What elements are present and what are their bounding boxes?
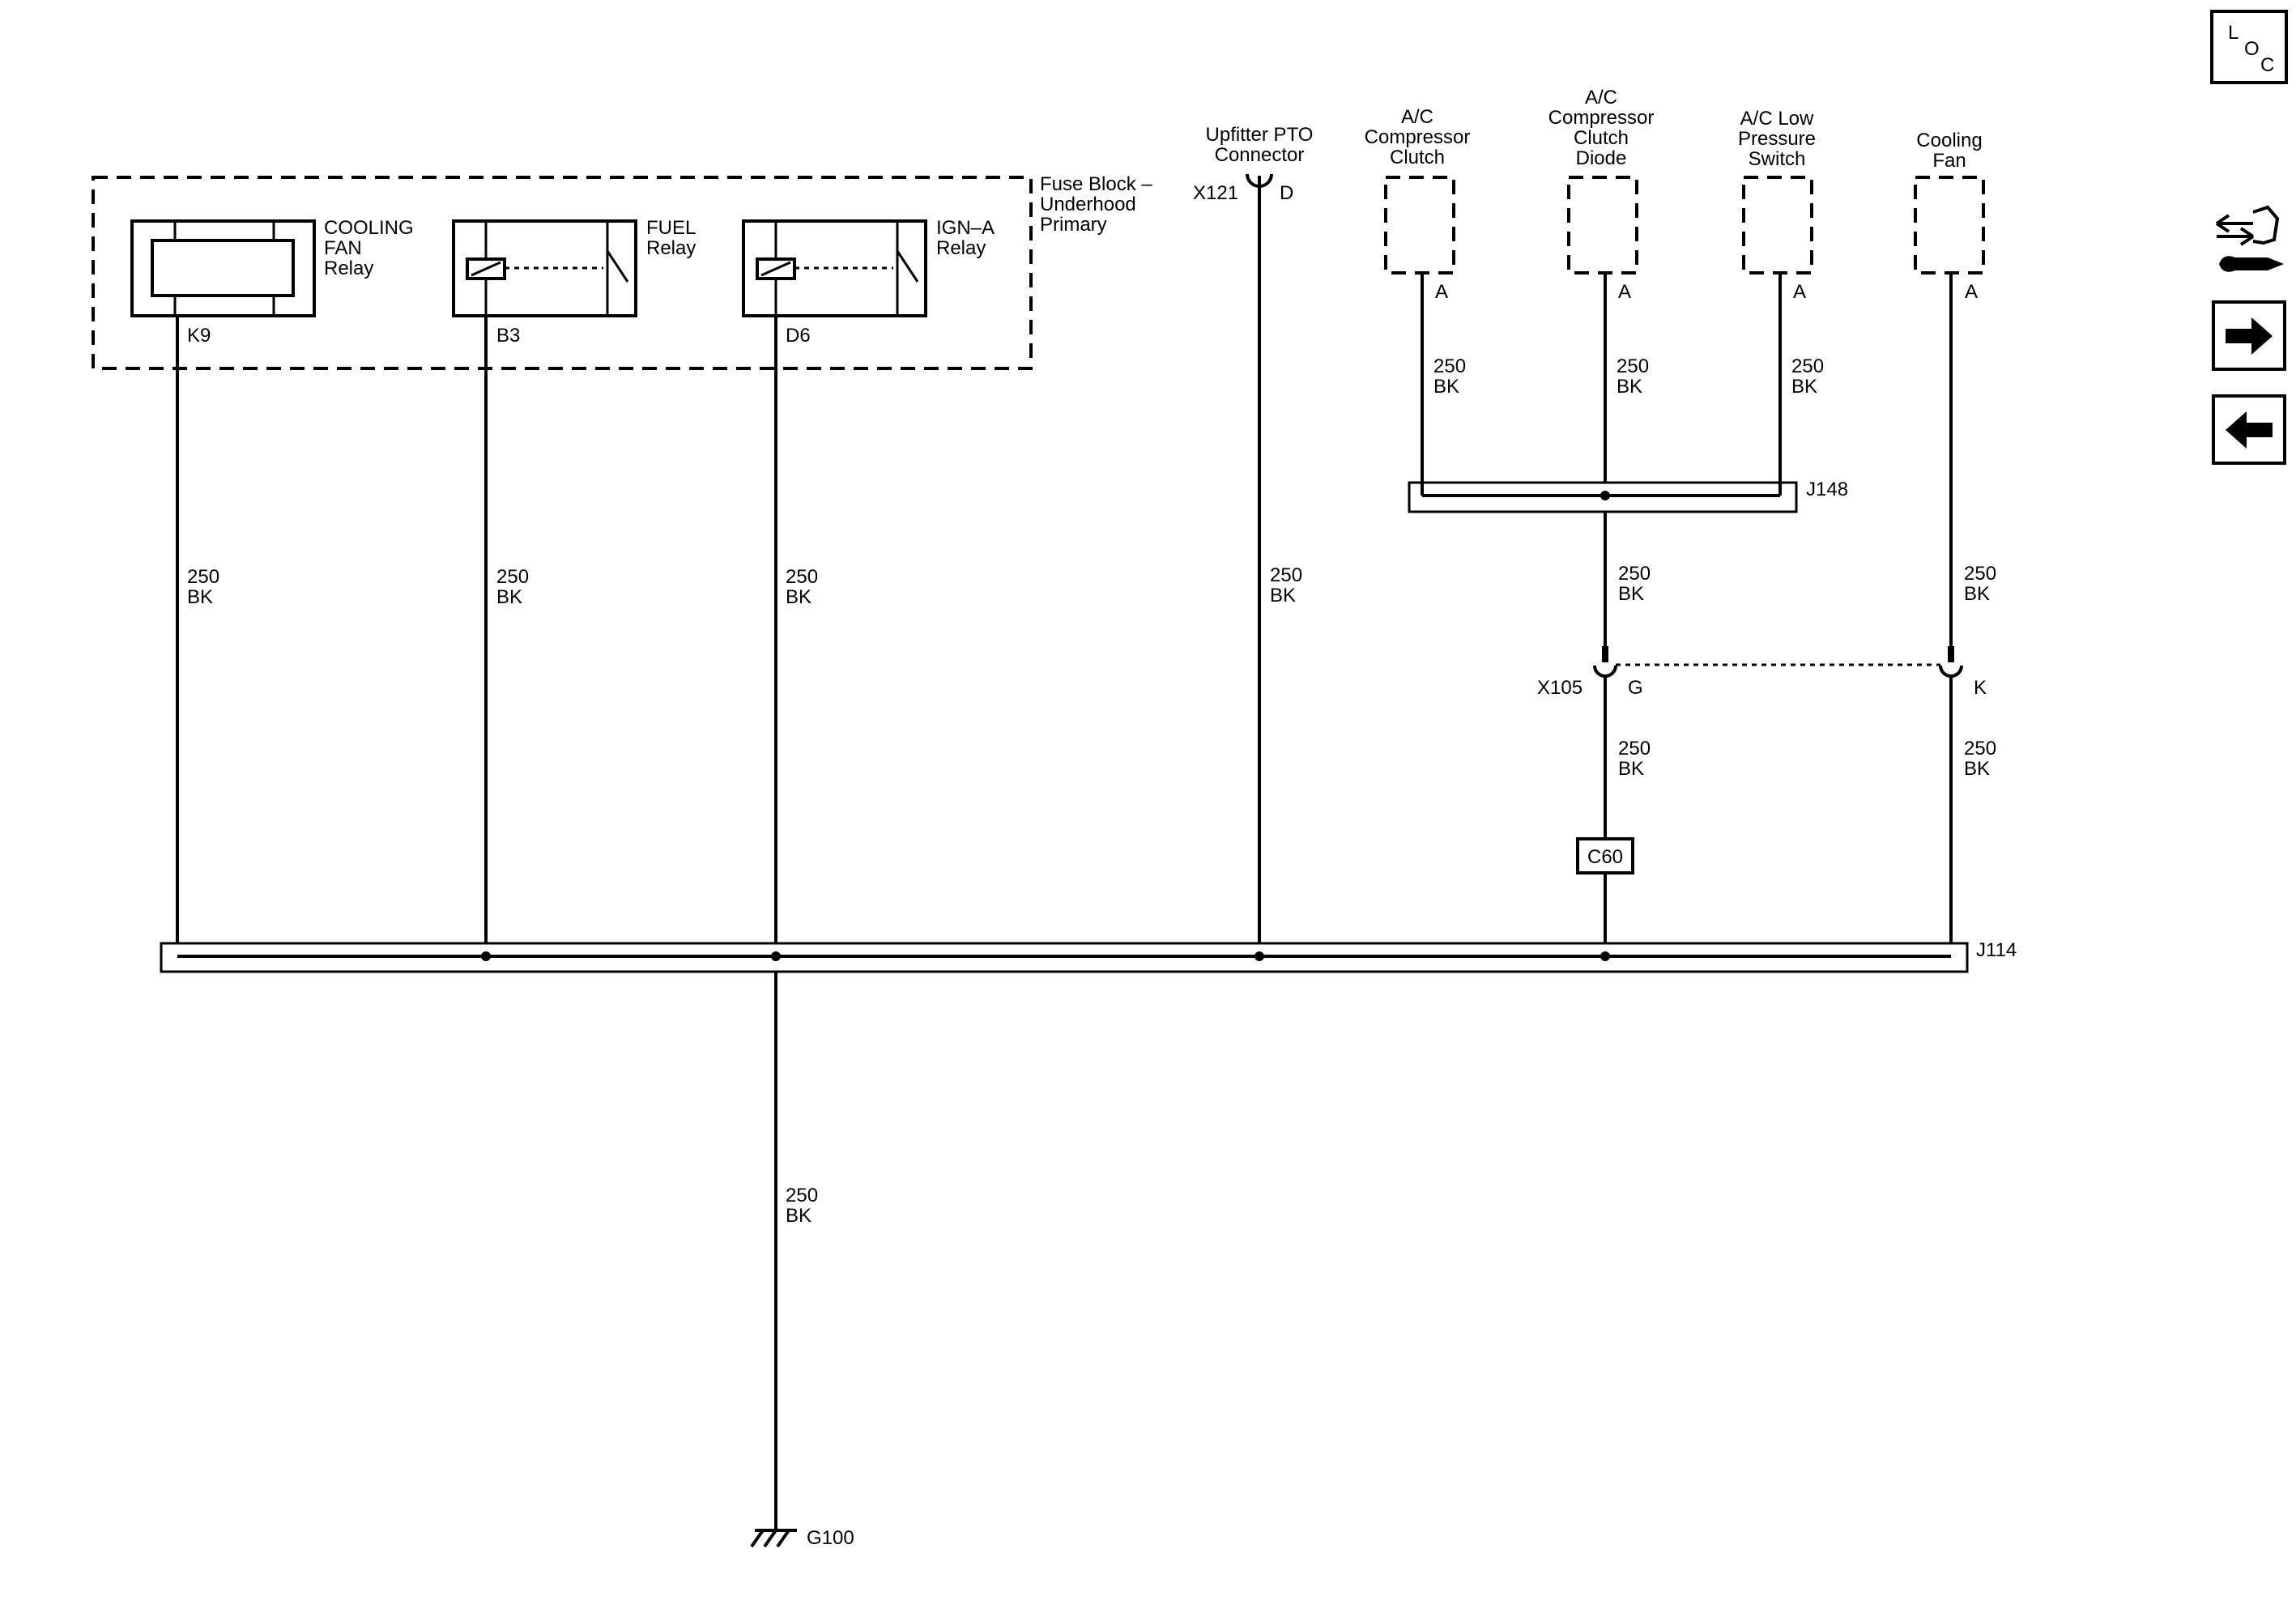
previous-arrow-icon	[2226, 411, 2273, 449]
cooling-fan-relay-label-2: FAN	[324, 237, 362, 259]
svg-text:A/C Low: A/C Low	[1740, 108, 1814, 130]
splice-j148-label: J148	[1806, 479, 1848, 500]
ac-low-pressure-switch: A/C Low Pressure Switch A	[1738, 108, 1816, 303]
pin-d6: D6	[786, 325, 811, 347]
x105-pin-g-label: G	[1628, 677, 1643, 699]
ground-label: G100	[807, 1527, 854, 1549]
splice-j114-label: J114	[1976, 939, 2017, 961]
wire-color-label: BK	[1618, 758, 1644, 780]
x105-pin-k-label: K	[1974, 677, 1987, 699]
wire-color-label: BK	[1964, 758, 1990, 780]
wire-gauge-label: 250	[1618, 563, 1651, 585]
wire-gauge-label: 250	[496, 566, 529, 588]
wire-color-label: BK	[1791, 376, 1817, 398]
previous-arrow-button[interactable]	[2212, 394, 2286, 465]
pin-k9: K9	[187, 325, 211, 347]
fuse-block-label-2: Underhood	[1040, 194, 1136, 215]
svg-text:Diode: Diode	[1576, 147, 1627, 169]
svg-text:A/C: A/C	[1585, 87, 1617, 109]
wire-color-label: BK	[786, 1205, 811, 1227]
wire-color-label: BK	[496, 586, 522, 608]
wire-gauge-label: 250	[1618, 738, 1651, 760]
wire-gauge-label: 250	[786, 1185, 818, 1206]
cooling-fan-relay-label: COOLING	[324, 217, 414, 239]
ign-a-relay-label: IGN–A	[936, 217, 995, 239]
svg-text:Switch: Switch	[1749, 148, 1806, 170]
wire-color-label: BK	[1433, 376, 1459, 398]
upfitter-label-2: Connector	[1215, 144, 1305, 166]
svg-text:Fan: Fan	[1932, 150, 1966, 172]
wire-gauge-label: 250	[786, 566, 818, 588]
svg-text:Pressure: Pressure	[1738, 128, 1816, 150]
c60-label: C60	[1587, 846, 1623, 868]
pin-b3: B3	[496, 325, 520, 347]
ign-a-relay: IGN–A Relay D6	[742, 217, 995, 347]
upfitter-pto-connector: Upfitter PTO Connector X121 D	[1193, 124, 1313, 204]
fuse-block-label-3: Primary	[1040, 214, 1107, 236]
ign-a-relay-switch	[896, 250, 919, 283]
wire-gauge-label: 250	[1270, 564, 1302, 586]
pin-d: D	[1280, 182, 1293, 204]
splice-j114: J114	[160, 939, 2017, 973]
svg-text:Compressor: Compressor	[1365, 126, 1471, 148]
wire-color-label: BK	[1618, 583, 1644, 605]
loc-button[interactable]: L O C	[2210, 10, 2288, 84]
svg-text:A: A	[1965, 281, 1978, 303]
ac-compressor-clutch: A/C Compressor Clutch A	[1365, 106, 1471, 303]
next-arrow-button[interactable]	[2212, 300, 2286, 371]
upfitter-label: Upfitter PTO	[1206, 124, 1314, 146]
svg-text:Cooling: Cooling	[1916, 130, 1982, 151]
svg-text:L: L	[2228, 22, 2238, 44]
fuse-block-outline	[92, 176, 1033, 370]
splice-j148: J148	[1408, 479, 1848, 513]
svg-text:A: A	[1618, 281, 1631, 303]
svg-text:Clutch: Clutch	[1390, 147, 1445, 168]
fuel-relay: FUEL Relay B3	[452, 217, 696, 347]
fuel-relay-switch	[606, 250, 629, 283]
wire-gauge-label: 250	[1617, 355, 1649, 377]
svg-text:A/C: A/C	[1401, 106, 1433, 128]
wire-color-label: BK	[187, 586, 213, 608]
ign-a-relay-label-2: Relay	[936, 237, 986, 259]
wire-gauge-label: 250	[1964, 563, 1996, 585]
fuse-block-label: Fuse Block –	[1040, 173, 1152, 195]
svg-text:A: A	[1793, 281, 1806, 303]
connector-x105: X105	[1537, 677, 1582, 699]
wire-color-label: BK	[1964, 583, 1990, 605]
ac-compressor-clutch-diode: A/C Compressor Clutch Diode A	[1548, 87, 1655, 303]
cooling-fan: Cooling Fan A	[1914, 130, 1985, 303]
wire-gauge-label: 250	[1791, 355, 1824, 377]
cooling-fan-relay-label-3: Relay	[324, 257, 373, 279]
svg-text:Clutch: Clutch	[1574, 127, 1629, 149]
wire-color-label: BK	[1270, 585, 1296, 606]
c60-component: C60	[1576, 837, 1634, 874]
svg-text:Compressor: Compressor	[1548, 107, 1655, 129]
wire-labels: 250BK250BK250BK250BK250BK250BK250BK250BK…	[187, 355, 1996, 1227]
svg-text:A: A	[1435, 281, 1448, 303]
connector-x121: X121	[1193, 182, 1238, 204]
wires	[176, 176, 1963, 1530]
wire-color-label: BK	[1617, 376, 1642, 398]
next-arrow-icon	[2226, 317, 2273, 355]
wire-gauge-label: 250	[1964, 738, 1996, 760]
cooling-fan-relay: COOLING FAN Relay K9	[130, 217, 414, 347]
wire-gauge-label: 250	[1433, 355, 1466, 377]
svg-text:O: O	[2244, 38, 2260, 60]
svg-text:C: C	[2260, 54, 2274, 76]
fuel-relay-label-2: Relay	[646, 237, 696, 259]
ground-g100: G100	[750, 1527, 854, 1549]
connector-tool-icon[interactable]	[2215, 205, 2284, 272]
fuel-relay-label: FUEL	[646, 217, 696, 239]
wire-color-label: BK	[786, 586, 811, 608]
wire-gauge-label: 250	[187, 566, 219, 588]
